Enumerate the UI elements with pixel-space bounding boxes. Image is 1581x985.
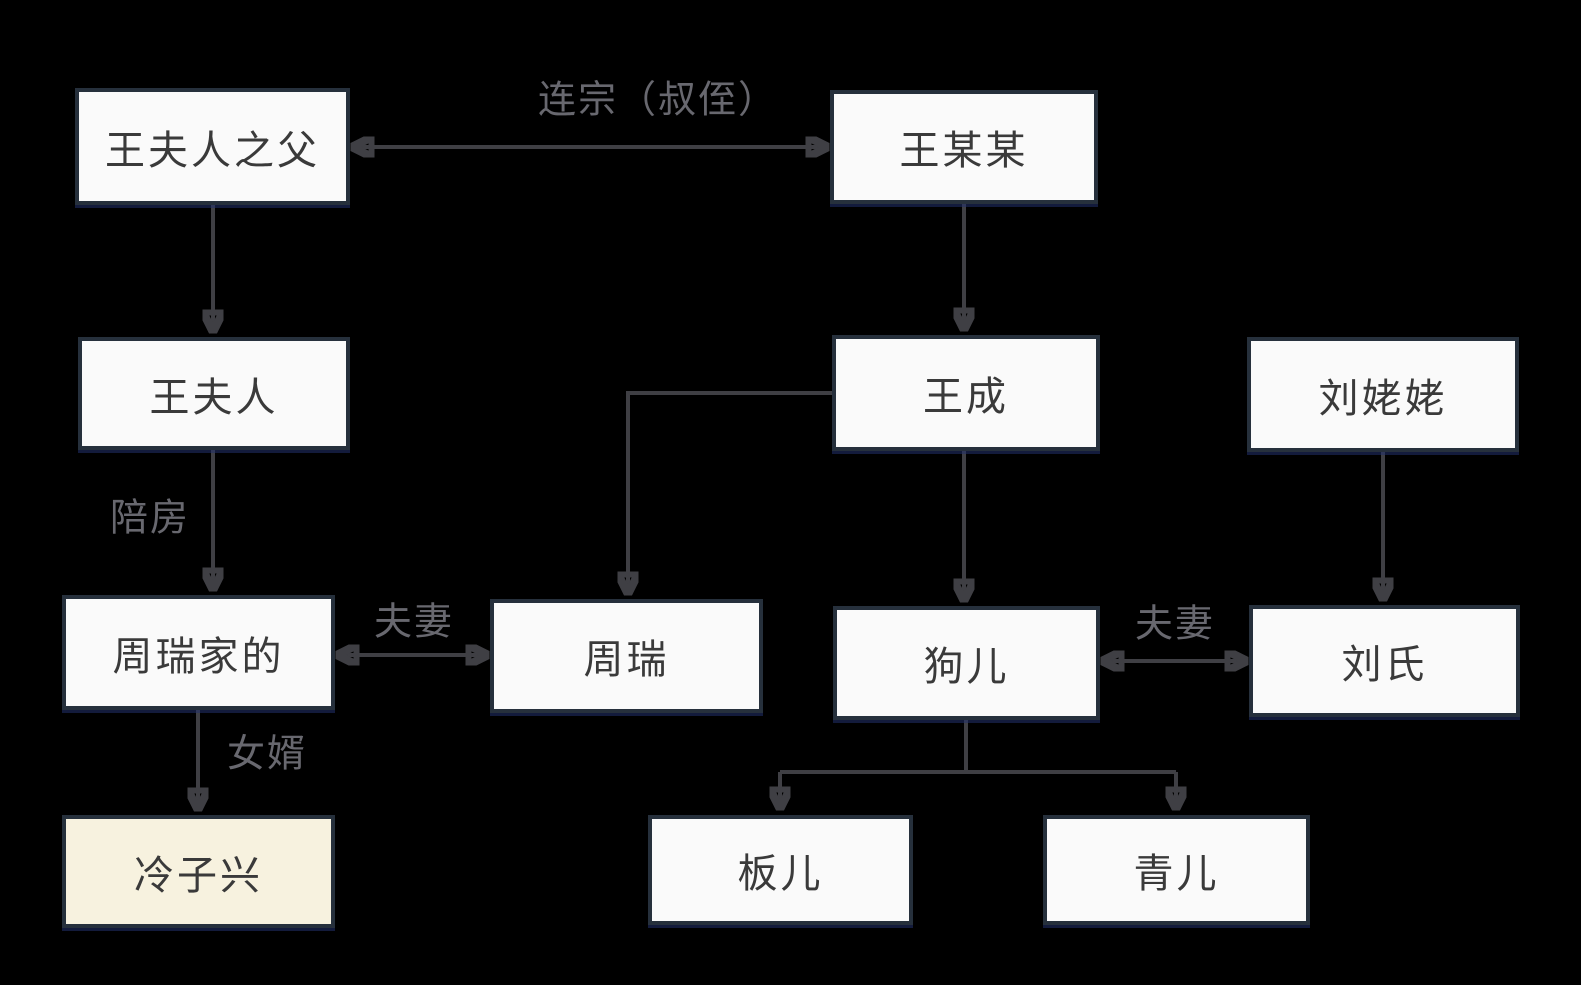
edge-label-fuqi-zhourui: 夫妻 bbox=[373, 601, 455, 644]
edge-label-lianzong: 连宗（叔侄） bbox=[537, 79, 779, 122]
edge-wangcheng-to-zhourui bbox=[628, 391, 832, 591]
node-liu-shi: 刘氏 bbox=[1249, 605, 1520, 717]
edge-label-fuqi-gouer: 夫妻 bbox=[1134, 603, 1216, 646]
node-wang-furen: 王夫人 bbox=[78, 337, 350, 450]
edge-label-peifang: 陪房 bbox=[109, 497, 191, 540]
node-gou-er: 狗儿 bbox=[833, 606, 1100, 720]
node-wang-moumou: 王某某 bbox=[830, 90, 1098, 204]
node-leng-zixing: 冷子兴 bbox=[62, 815, 335, 928]
edge-label-nvxu: 女婿 bbox=[226, 733, 308, 776]
node-wang-furen-father: 王夫人之父 bbox=[75, 88, 350, 205]
node-zhourui-jiade: 周瑞家的 bbox=[62, 595, 335, 710]
node-ban-er: 板儿 bbox=[648, 815, 913, 925]
node-liu-laolao: 刘姥姥 bbox=[1247, 337, 1519, 452]
node-wang-cheng: 王成 bbox=[832, 335, 1100, 451]
node-qing-er: 青儿 bbox=[1043, 815, 1310, 925]
node-zhou-rui: 周瑞 bbox=[490, 599, 763, 713]
